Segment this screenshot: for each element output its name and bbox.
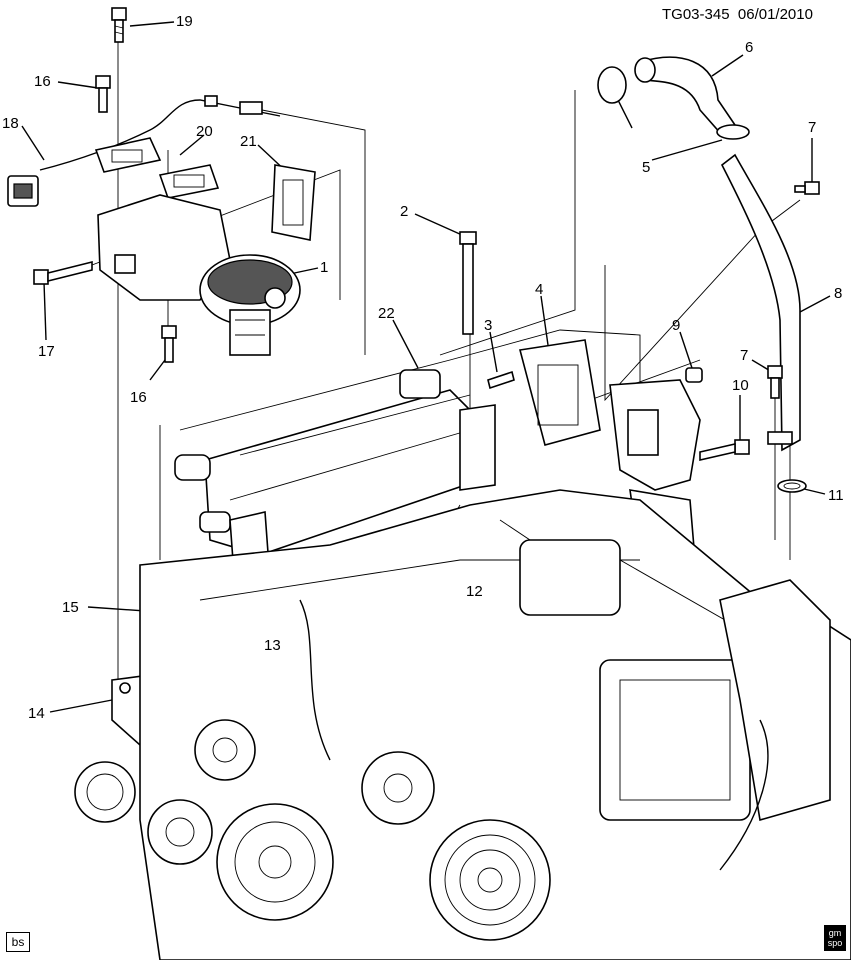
gasket-20-upper [94,137,162,173]
callout-12: 12 [466,583,483,600]
callout-14: 14 [28,705,45,722]
callout-1: 1 [320,259,329,276]
drawing-code: TG03-345 [662,6,730,23]
bolt-17 [33,260,93,285]
gasket-20-lower [158,164,220,199]
pipe-8 [720,153,801,452]
callout-19: 19 [176,13,193,30]
pulleys [74,719,551,941]
nut-9 [685,367,703,383]
callout-2: 2 [400,203,409,220]
bolt-16-upper [95,75,111,113]
drawing-reference: TG03-345 06/01/2010 [662,6,813,23]
logo-line-1: gm [828,928,842,938]
bolt-19 [111,7,127,43]
bolt-10 [699,439,750,462]
callout-6: 6 [745,39,754,56]
sensor-harness-18 [7,95,281,207]
logo-line-2: spo [827,938,843,948]
gasket-4 [519,339,601,446]
callout-18: 18 [2,115,19,132]
clamp-5-lower [716,124,750,140]
callout-15: 15 [62,599,79,616]
gm-spo-logo: gm spo [824,925,846,951]
clamp-5-upper [597,66,627,104]
callout-7-lower: 7 [740,347,749,364]
callout-11: 11 [828,487,844,504]
bolt-7-upper [794,181,820,195]
callout-4: 4 [535,281,544,298]
callout-20: 20 [196,123,213,140]
hose-6 [634,56,737,137]
seal-11 [777,479,807,493]
stud-3 [487,370,515,390]
callout-9: 9 [672,317,681,334]
bolt-7-lower [767,365,783,399]
callout-22: 22 [378,305,395,322]
callout-16-upper: 16 [34,73,51,90]
gasket-21 [271,164,316,241]
callout-17: 17 [38,343,55,360]
callout-3: 3 [484,317,493,334]
drawing-date: 06/01/2010 [737,6,813,23]
callout-5: 5 [642,159,651,176]
corner-badge: bs [6,932,30,952]
callout-13: 13 [264,637,281,654]
bolt-16-lower [161,325,177,363]
callout-7-upper: 7 [808,119,817,136]
callout-10: 10 [732,377,749,394]
callout-21: 21 [240,133,257,150]
egr-cooler-22 [174,369,496,589]
egr-valve-1 [97,194,301,356]
callout-16-lower: 16 [130,389,147,406]
bolt-2 [459,231,477,335]
callout-8: 8 [834,285,843,302]
